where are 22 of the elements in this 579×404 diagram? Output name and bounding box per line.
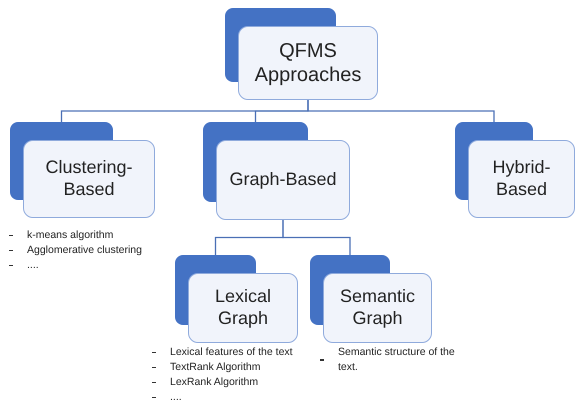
bullet-item: Agglomerative clustering (5, 243, 165, 258)
stacked-card (310, 255, 432, 343)
card-title: Graph-Based (228, 169, 338, 191)
bullet-item: TextRank Algorithm (148, 360, 318, 375)
stacked-card (455, 122, 575, 218)
stacked-card (203, 122, 350, 220)
bullet-item: LexRank Algorithm (148, 375, 318, 390)
bullet-item: .... (5, 258, 165, 273)
bullet-item: Lexical features of the text (148, 345, 318, 360)
connector-line (307, 100, 495, 122)
bullet-item: k-means algorithm (5, 228, 165, 243)
stacked-card (225, 8, 378, 100)
card-title: Semantic Graph (338, 286, 416, 330)
bullet-item: .... (148, 390, 318, 404)
card-title: Clustering-Based (44, 157, 134, 201)
bullet-item: Semantic structure of the text. (316, 345, 456, 375)
connector-line (282, 220, 351, 255)
card-title: Hybrid-Based (491, 157, 552, 201)
card-title: QFMS Approaches (254, 39, 362, 87)
stacked-card (10, 122, 155, 218)
stacked-card (175, 255, 298, 343)
card-title: Lexical Graph (214, 286, 272, 330)
